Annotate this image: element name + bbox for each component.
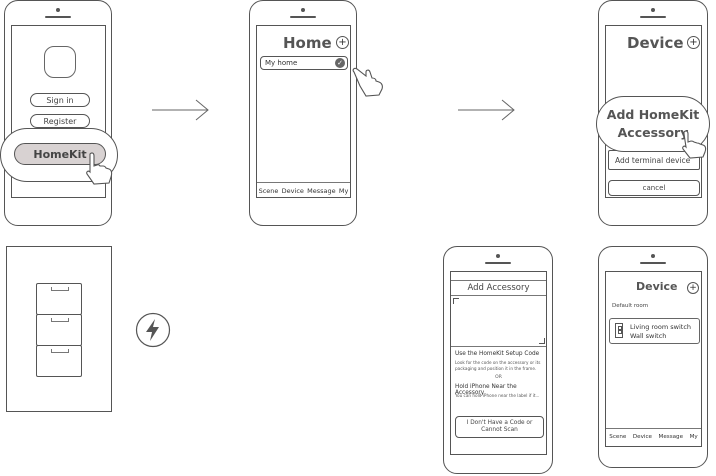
speaker-slot bbox=[640, 16, 666, 18]
screen-5: Device + Default room Living room switch… bbox=[605, 271, 702, 447]
tab-my[interactable]: My bbox=[689, 434, 698, 440]
page-title: Device bbox=[627, 34, 684, 52]
hand-pointer-icon bbox=[86, 152, 113, 185]
tab-bar: Scene Device Message My bbox=[257, 182, 350, 197]
setup-code-desc-2: packaging and position it in the frame. bbox=[455, 366, 537, 371]
home-item-label: My home bbox=[265, 59, 298, 67]
switch-button-2[interactable] bbox=[36, 314, 82, 346]
phone-4: Add Accessory Use the HomeKit Setup Code… bbox=[443, 246, 553, 474]
page-title: Add Accessory bbox=[467, 283, 530, 293]
arrow-right-icon bbox=[152, 99, 209, 121]
switch-button-3[interactable] bbox=[36, 345, 82, 377]
speaker-slot bbox=[290, 16, 316, 18]
divider bbox=[451, 295, 546, 296]
page-title: Home bbox=[283, 34, 332, 52]
tab-scene[interactable]: Scene bbox=[609, 434, 627, 440]
no-code-line-1: I Don't Have a Code or bbox=[466, 420, 533, 426]
camera-dot bbox=[56, 8, 60, 12]
device-type: Wall switch bbox=[630, 332, 667, 340]
hand-pointer-icon bbox=[352, 67, 383, 97]
hold-iphone-heading: Hold iPhone Near the Accessory bbox=[455, 384, 517, 396]
switch-button-1[interactable] bbox=[36, 283, 82, 315]
cancel-button[interactable]: cancel bbox=[608, 180, 700, 196]
lightning-icon bbox=[135, 312, 171, 348]
camera-dot bbox=[301, 8, 305, 12]
callout-line-2: Accessory bbox=[617, 125, 689, 140]
no-code-button[interactable]: I Don't Have a Code or Cannot Scan bbox=[455, 416, 544, 438]
speaker-slot bbox=[485, 262, 511, 264]
camera-dot bbox=[651, 254, 655, 258]
tab-bar: Scene Device Message My bbox=[606, 428, 701, 445]
divider bbox=[451, 346, 546, 347]
camera-dot bbox=[651, 8, 655, 12]
tab-message[interactable]: Message bbox=[307, 187, 336, 195]
tab-scene[interactable]: Scene bbox=[258, 187, 279, 195]
no-code-line-2: Cannot Scan bbox=[481, 427, 518, 433]
setup-code-heading: Use the HomeKit Setup Code bbox=[455, 351, 540, 357]
phone-5: Device + Default room Living room switch… bbox=[598, 246, 708, 468]
register-button[interactable]: Register bbox=[30, 114, 90, 128]
scan-frame[interactable] bbox=[453, 298, 545, 344]
arrow-right-icon bbox=[458, 99, 515, 121]
tab-my[interactable]: My bbox=[338, 187, 349, 195]
tab-device[interactable]: Device bbox=[281, 187, 304, 195]
page-title: Device bbox=[636, 280, 678, 293]
speaker-slot bbox=[640, 262, 666, 264]
add-icon[interactable]: + bbox=[687, 36, 700, 49]
divider bbox=[451, 280, 546, 281]
speaker-slot bbox=[45, 16, 71, 18]
setup-code-desc-1: Look for the code on the accessory or it… bbox=[455, 360, 541, 365]
phone-2: Home + My home ✓ Scene Device Message My bbox=[249, 0, 357, 226]
device-card[interactable]: Living room switch Wall switch bbox=[609, 318, 700, 344]
callout-line-1: Add HomeKit bbox=[606, 107, 700, 122]
home-list-item[interactable]: My home ✓ bbox=[260, 56, 348, 70]
tab-message[interactable]: Message bbox=[658, 434, 684, 440]
sign-in-button[interactable]: Sign in bbox=[30, 93, 90, 107]
wall-switch-plate bbox=[6, 246, 112, 412]
hold-iphone-desc: You can hold iPhone near the label if it… bbox=[455, 393, 540, 398]
add-icon[interactable]: + bbox=[336, 36, 349, 49]
or-separator: OR bbox=[495, 375, 502, 380]
phone-1: Sign in Register bbox=[4, 0, 112, 226]
device-name: Living room switch bbox=[630, 323, 692, 331]
hand-pointer-icon bbox=[682, 130, 707, 159]
room-label: Default room bbox=[612, 303, 649, 309]
screen-2: Home + My home ✓ Scene Device Message My bbox=[256, 25, 351, 198]
camera-dot bbox=[496, 254, 500, 258]
homekit-button[interactable]: HomeKit bbox=[14, 143, 106, 165]
check-icon: ✓ bbox=[335, 58, 345, 68]
tab-device[interactable]: Device bbox=[632, 434, 652, 440]
switch-device-icon bbox=[615, 323, 623, 338]
app-logo-icon bbox=[44, 46, 76, 78]
add-icon[interactable]: + bbox=[687, 282, 699, 294]
screen-4: Add Accessory Use the HomeKit Setup Code… bbox=[450, 271, 547, 455]
